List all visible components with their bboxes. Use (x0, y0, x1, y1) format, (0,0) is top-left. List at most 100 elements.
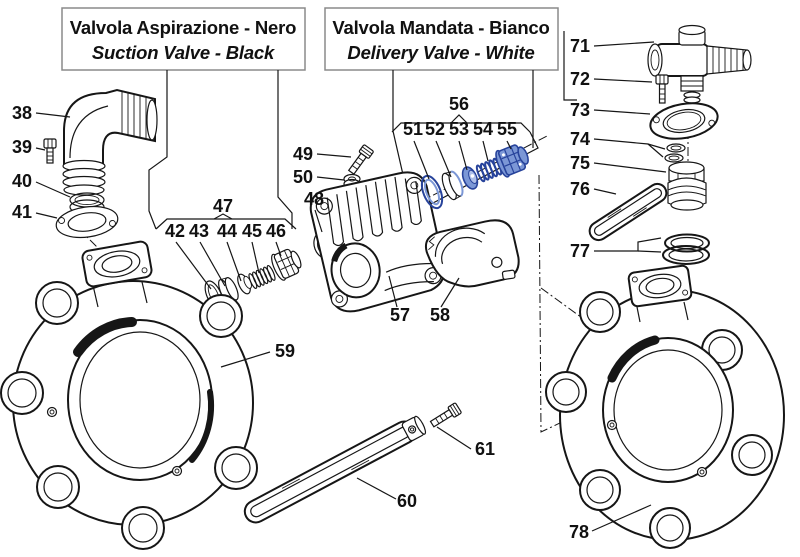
leader-39 (35, 147, 46, 151)
label-54: 54 (473, 119, 493, 139)
leader-74b (647, 143, 664, 158)
part-71-tee-fitting (647, 24, 752, 104)
label-78: 78 (569, 522, 589, 542)
label-49: 49 (293, 144, 313, 164)
part-55-valve-cage-blue (495, 144, 529, 178)
label-76: 76 (570, 179, 590, 199)
label-51: 51 (403, 119, 423, 139)
suction-valve-title-box: Valvola Aspirazione - Nero Suction Valve… (61, 7, 306, 71)
label-61: 61 (475, 439, 495, 459)
suction-zone-line-left (148, 70, 168, 230)
label-40: 40 (12, 171, 32, 191)
part-74-rings (664, 143, 686, 163)
label-53: 53 (449, 119, 469, 139)
label-60: 60 (397, 491, 417, 511)
manifold-bore (330, 242, 381, 299)
manifold-ribs (326, 176, 422, 247)
suction-zone-line-right (277, 70, 293, 229)
label-41: 41 (12, 202, 32, 222)
part-61-bolt (429, 402, 462, 428)
part-78-manifold-ring (545, 264, 785, 549)
part-57-manifold-body (309, 171, 446, 313)
part-72-bolt (655, 74, 669, 104)
label-47: 47 (213, 196, 233, 216)
leader-43 (199, 241, 226, 287)
part-60-hub (401, 415, 427, 442)
leader-60 (356, 477, 397, 500)
label-58: 58 (430, 305, 450, 325)
part-41-flange (55, 205, 119, 239)
part-46-valve-cage (271, 248, 302, 281)
leader-75 (593, 162, 667, 173)
part-52-valve-seat-blue (441, 170, 464, 201)
elbow-sleeve-rings (62, 159, 106, 196)
leader-42 (175, 241, 212, 290)
leader-44 (226, 241, 242, 282)
part-45-spring (248, 264, 276, 290)
delivery-box-border (324, 7, 559, 71)
leader-38 (35, 112, 71, 118)
ring-78-bore-shade (607, 335, 660, 383)
leader-77a (594, 237, 662, 252)
leader-74a (593, 138, 666, 150)
label-55: 55 (497, 119, 517, 139)
part-39-bolt (43, 138, 57, 164)
leader-57 (388, 275, 398, 308)
delivery-title-it: Valvola Mandata - Bianco (332, 17, 549, 38)
suction-title-it: Valvola Aspirazione - Nero (70, 17, 296, 38)
elbow-body (63, 88, 156, 165)
ring-59-bosses (0, 281, 258, 550)
leader-51 (413, 140, 430, 180)
label-42: 42 (165, 221, 185, 241)
suction-title-en: Suction Valve - Black (92, 42, 276, 63)
part-54-spring-blue (475, 157, 503, 183)
leader-72 (593, 78, 653, 83)
label-77: 77 (570, 241, 590, 261)
leader-54 (482, 140, 489, 162)
part-76-loop-gasket (588, 182, 668, 242)
guide-line (563, 31, 577, 101)
leader-46 (275, 241, 282, 257)
leader-76 (593, 188, 617, 195)
leader-40 (35, 181, 71, 198)
label-48: 48 (304, 189, 324, 209)
leader-73 (593, 109, 651, 115)
label-38: 38 (12, 103, 32, 123)
label-72: 72 (570, 69, 590, 89)
label-46: 46 (266, 221, 286, 241)
leader-61 (436, 426, 472, 450)
label-39: 39 (12, 137, 32, 157)
leader-78 (591, 504, 652, 532)
leader-59 (220, 351, 271, 368)
label-75: 75 (570, 153, 590, 173)
leader-49 (316, 153, 352, 158)
suction-box-border (61, 7, 306, 71)
part-51-o-ring-blue (420, 174, 444, 210)
leader-lines (35, 41, 667, 532)
ring-59-bore-shade-top (73, 317, 137, 357)
leader-48 (314, 209, 323, 233)
elbow-inner-wall (69, 105, 109, 159)
elbow-open-end (146, 99, 158, 141)
elbow-barb-ribs (121, 91, 147, 139)
part-number-labels: 38 39 40 41 42 43 44 45 46 47 48 49 50 5… (12, 36, 590, 542)
leader-77b (637, 250, 662, 253)
label-56: 56 (449, 94, 469, 114)
delivery-valve-title-box: Valvola Mandata - Bianco Delivery Valve … (324, 7, 559, 71)
ring-78-bore (602, 337, 734, 483)
leader-58 (440, 277, 460, 308)
part-49-bolt (347, 144, 374, 175)
leader-45 (251, 241, 260, 274)
group-56-bracket (391, 114, 531, 133)
group-47-bracket (155, 213, 297, 230)
part-73-flange (649, 102, 719, 140)
ring-59-bore-shade-right (189, 389, 215, 463)
part-58-clamp-shell (424, 219, 520, 288)
ring-59-top-port (81, 240, 153, 288)
manifold-bore-shade (331, 242, 348, 263)
leader-50 (316, 176, 345, 181)
part-38-elbow-fitting (62, 88, 158, 196)
leader-52 (435, 140, 452, 178)
label-52: 52 (425, 119, 445, 139)
